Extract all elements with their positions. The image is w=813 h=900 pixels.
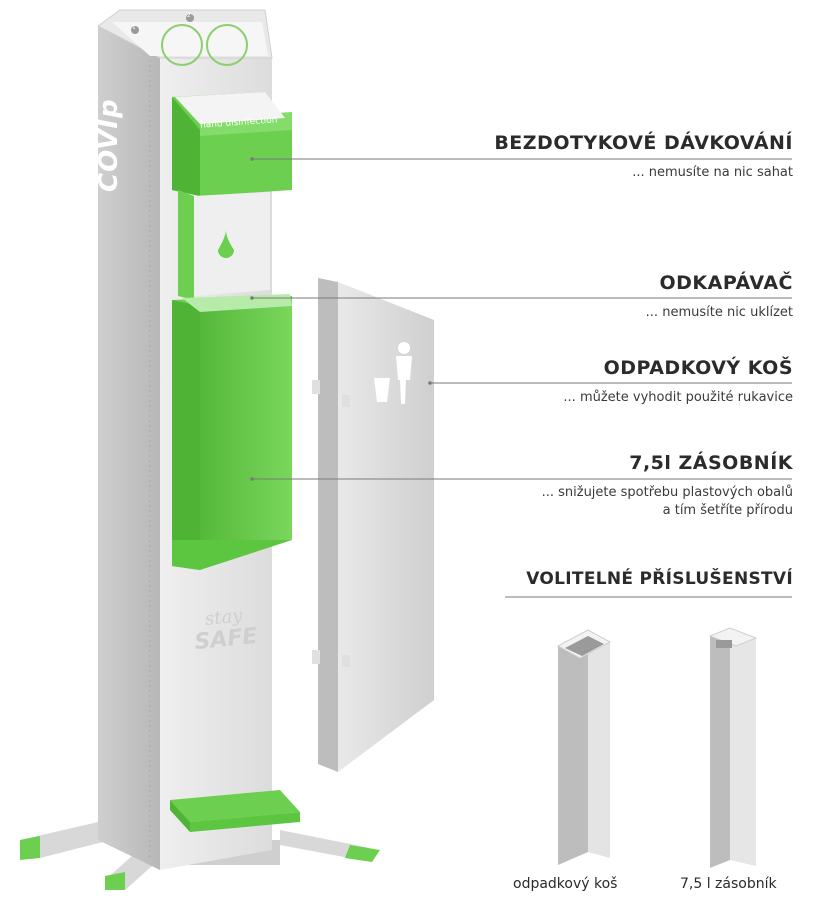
feature-touchless-dispensing: BEZDOTYKOVÉ DÁVKOVÁNÍ ... nemusíte na ni… [494, 132, 793, 182]
feature-desc: ... nemusíte na nic sahat [632, 165, 793, 180]
step-number-1: 1 [132, 24, 136, 31]
feature-desc-line-2: a tím šetříte přírodu [662, 503, 793, 518]
accessory-waste-bin [556, 629, 612, 865]
step-number-2: 2 [187, 12, 191, 19]
hands-wash-icon [206, 24, 248, 66]
trash-person-icon [374, 342, 412, 404]
drip-tray-and-tank [172, 294, 292, 570]
feature-desc-line-1: ... snižujete spotřebu plastových obalů [541, 485, 793, 500]
feature-title: ODPADKOVÝ KOŠ [603, 357, 793, 379]
column-side [98, 26, 160, 870]
brand-logo: COVIp [94, 98, 124, 192]
hand-icon [161, 24, 203, 66]
foot-pedal [170, 790, 300, 832]
dispensing-recess [194, 192, 270, 296]
accessory-label-waste-bin: odpadkový koš [513, 876, 618, 892]
feature-title: 7,5l ZÁSOBNÍK [629, 452, 793, 474]
accessories-title: VOLITELNÉ PŘÍSLUŠENSTVÍ [526, 569, 793, 589]
feature-drip-tray: ODKAPÁVAČ ... nemusíte nic uklízet [646, 272, 793, 322]
feature-desc: ... můžete vyhodit použité rukavice [563, 390, 793, 405]
accessory-label-tank: 7,5 l zásobník [680, 876, 777, 892]
feature-waste-bin: ODPADKOVÝ KOŠ ... můžete vyhodit použité… [563, 357, 793, 407]
drop-icon [218, 230, 234, 258]
slogan: stay SAFE [178, 603, 272, 656]
accessory-tank [708, 627, 758, 868]
feature-tank: 7,5l ZÁSOBNÍK ... snižujete spotřebu pla… [542, 452, 793, 520]
feature-desc: ... snižujete spotřebu plastových obalů … [542, 484, 793, 520]
callout-lines [250, 157, 792, 598]
dispenser-head [172, 92, 292, 196]
door-panel [312, 278, 434, 772]
feature-title: ODKAPÁVAČ [659, 272, 793, 294]
feature-desc: ... nemusíte nic uklízet [645, 305, 793, 320]
feature-title: BEZDOTYKOVÉ DÁVKOVÁNÍ [494, 132, 793, 154]
